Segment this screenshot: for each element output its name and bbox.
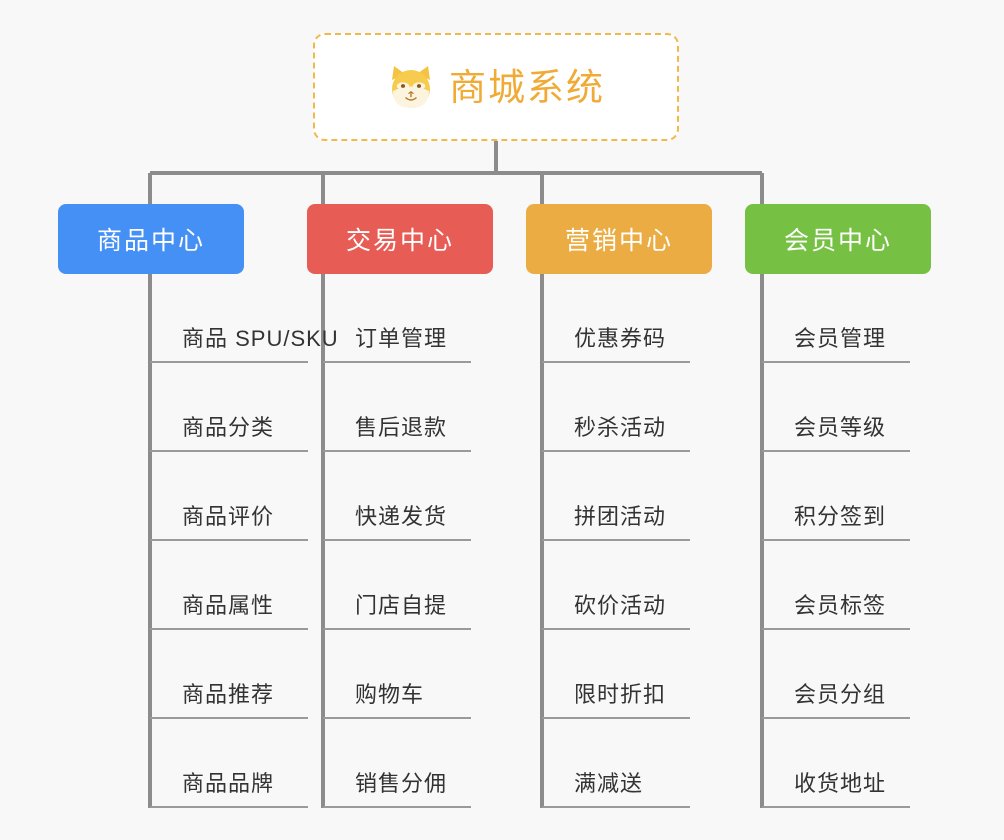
leaf-item[interactable]: 积分签到 — [762, 452, 910, 541]
shiba-dog-icon — [387, 64, 435, 110]
leaf-item[interactable]: 商品推荐 — [150, 630, 308, 719]
leaf-item-label: 拼团活动 — [574, 504, 667, 529]
category-box-1[interactable]: 商品中心 — [58, 204, 244, 274]
leaf-item-label: 商品评价 — [182, 504, 275, 529]
category-label: 交易中心 — [345, 227, 454, 255]
leaf-item[interactable]: 拼团活动 — [542, 452, 690, 541]
leaf-item[interactable]: 快递发货 — [323, 452, 471, 541]
leaf-item[interactable]: 商品 SPU/SKU — [150, 274, 338, 363]
leaf-item-label: 会员等级 — [794, 415, 887, 440]
leaf-item-label: 商品属性 — [182, 593, 275, 618]
leaf-item-label: 售后退款 — [355, 415, 448, 440]
leaf-item-label: 商品 SPU/SKU — [182, 326, 339, 351]
leaf-item[interactable]: 商品品牌 — [150, 719, 308, 808]
leaf-item[interactable]: 会员管理 — [762, 274, 910, 363]
leaf-item[interactable]: 优惠券码 — [542, 274, 690, 363]
leaf-item[interactable]: 限时折扣 — [542, 630, 690, 719]
leaf-item-label: 砍价活动 — [574, 593, 667, 618]
leaf-item-label: 快递发货 — [355, 504, 448, 529]
leaf-item-label: 满减送 — [574, 771, 644, 796]
leaf-item[interactable]: 商品分类 — [150, 363, 308, 452]
leaf-item-label: 商品品牌 — [182, 771, 275, 796]
category-label: 商品中心 — [96, 227, 205, 255]
leaf-item[interactable]: 会员标签 — [762, 541, 910, 630]
leaf-item-label: 购物车 — [355, 682, 425, 707]
root-node[interactable]: 商城系统 — [313, 33, 679, 141]
leaf-item[interactable]: 砍价活动 — [542, 541, 690, 630]
leaf-item-label: 秒杀活动 — [574, 415, 667, 440]
category-label: 会员中心 — [783, 227, 892, 255]
leaf-item[interactable]: 秒杀活动 — [542, 363, 690, 452]
leaf-item[interactable]: 商品评价 — [150, 452, 308, 541]
leaf-item[interactable]: 售后退款 — [323, 363, 471, 452]
leaf-item-label: 订单管理 — [355, 326, 448, 351]
leaf-item[interactable]: 订单管理 — [323, 274, 471, 363]
leaf-item-label: 收货地址 — [794, 771, 887, 796]
leaf-item[interactable]: 购物车 — [323, 630, 471, 719]
leaf-item-label: 门店自提 — [355, 593, 448, 618]
leaf-item-label: 商品推荐 — [182, 682, 275, 707]
leaf-item-label: 商品分类 — [182, 415, 275, 440]
category-box-2[interactable]: 交易中心 — [307, 204, 493, 274]
root-title: 商城系统 — [449, 66, 605, 108]
leaf-item-label: 优惠券码 — [574, 326, 667, 351]
leaf-item-label: 会员标签 — [794, 593, 887, 618]
leaf-item[interactable]: 商品属性 — [150, 541, 308, 630]
category-box-3[interactable]: 营销中心 — [526, 204, 712, 274]
leaf-item-label: 会员分组 — [794, 682, 887, 707]
leaf-item-label: 会员管理 — [794, 326, 887, 351]
leaf-item[interactable]: 会员等级 — [762, 363, 910, 452]
leaf-item[interactable]: 销售分佣 — [323, 719, 471, 808]
leaf-item[interactable]: 会员分组 — [762, 630, 910, 719]
leaf-item[interactable]: 门店自提 — [323, 541, 471, 630]
leaf-item-label: 限时折扣 — [574, 682, 667, 707]
category-box-4[interactable]: 会员中心 — [745, 204, 931, 274]
leaf-item[interactable]: 收货地址 — [762, 719, 910, 808]
leaf-item-label: 积分签到 — [794, 504, 887, 529]
leaf-item[interactable]: 满减送 — [542, 719, 690, 808]
leaf-item-label: 销售分佣 — [355, 771, 448, 796]
category-label: 营销中心 — [564, 227, 673, 255]
